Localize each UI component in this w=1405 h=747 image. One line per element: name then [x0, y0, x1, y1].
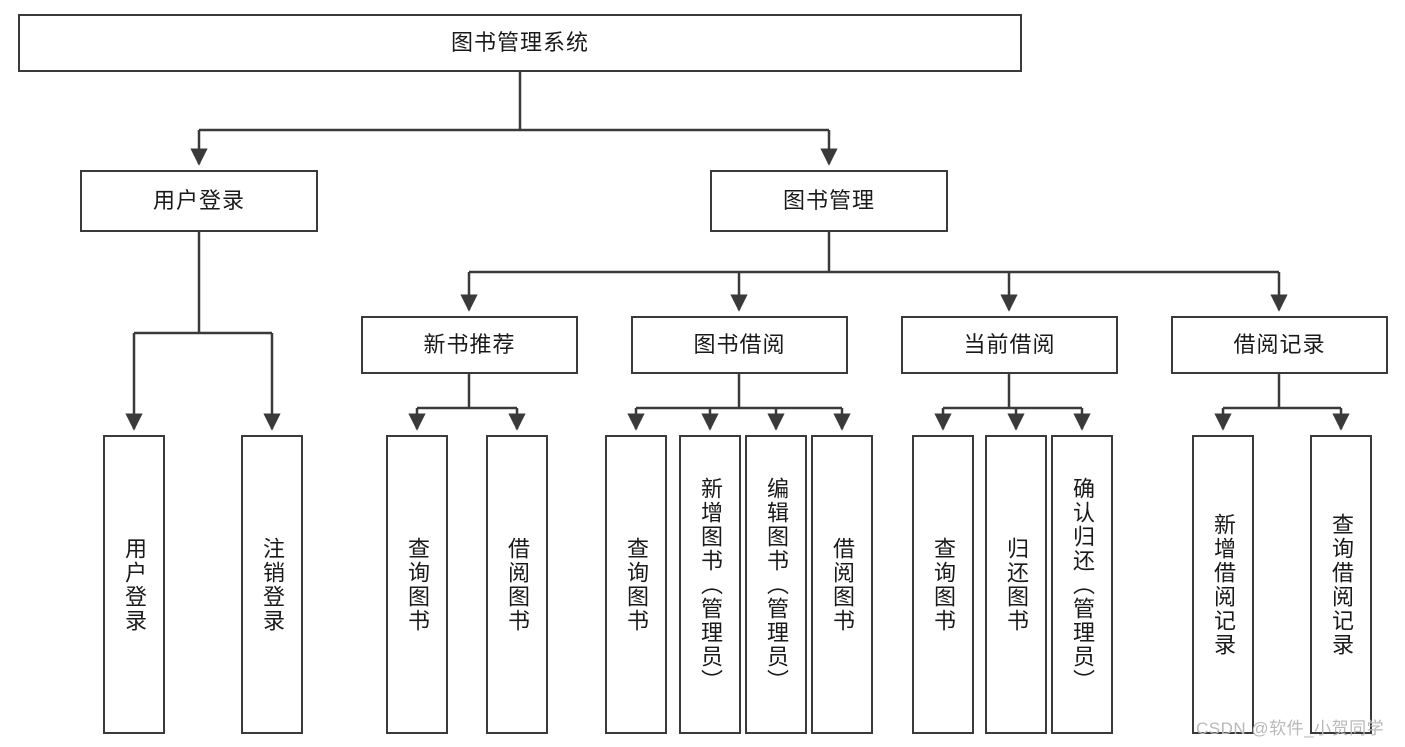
node-leaf-query-book-current-label: 查询图书	[930, 536, 956, 633]
node-current-borrow[interactable]: 当前借阅	[901, 316, 1118, 374]
node-leaf-query-book-borrow[interactable]: 查询图书	[605, 435, 667, 734]
node-leaf-query-book-rec[interactable]: 查询图书	[386, 435, 448, 734]
csdn-watermark: CSDN @软件_小贺同学	[1196, 719, 1385, 738]
node-root[interactable]: 图书管理系统	[18, 14, 1022, 72]
node-borrow-record[interactable]: 借阅记录	[1171, 316, 1388, 374]
node-user-login[interactable]: 用户登录	[80, 170, 318, 232]
node-leaf-borrow-book-label: 借阅图书	[829, 536, 855, 633]
node-leaf-borrow-book[interactable]: 借阅图书	[811, 435, 873, 734]
node-leaf-add-borrow-record-label: 新增借阅记录	[1210, 512, 1236, 657]
node-book-borrow-label: 图书借阅	[693, 331, 786, 357]
node-new-book-recommend-label: 新书推荐	[423, 331, 516, 357]
node-leaf-add-borrow-record[interactable]: 新增借阅记录	[1192, 435, 1254, 734]
node-leaf-query-book-rec-label: 查询图书	[404, 536, 430, 633]
node-leaf-borrow-book-rec[interactable]: 借阅图书	[486, 435, 548, 734]
node-current-borrow-label: 当前借阅	[963, 331, 1056, 357]
node-new-book-recommend[interactable]: 新书推荐	[361, 316, 578, 374]
node-book-manage[interactable]: 图书管理	[710, 170, 948, 232]
node-leaf-query-book-current[interactable]: 查询图书	[912, 435, 974, 734]
node-leaf-query-borrow-record[interactable]: 查询借阅记录	[1310, 435, 1372, 734]
node-leaf-add-book-admin[interactable]: 新增图书（管理员）	[679, 435, 741, 734]
node-borrow-record-label: 借阅记录	[1233, 331, 1326, 357]
node-leaf-return-book-label: 归还图书	[1003, 536, 1029, 633]
node-book-manage-label: 图书管理	[782, 187, 875, 213]
node-leaf-query-borrow-record-label: 查询借阅记录	[1328, 512, 1354, 657]
node-leaf-query-book-borrow-label: 查询图书	[623, 536, 649, 633]
node-leaf-borrow-book-rec-label: 借阅图书	[504, 536, 530, 633]
node-leaf-confirm-return-admin-label: 确认归还（管理员）	[1069, 476, 1095, 693]
node-leaf-user-login[interactable]: 用户登录	[103, 435, 165, 734]
node-leaf-user-logout-label: 注销登录	[259, 536, 285, 633]
node-leaf-user-login-label: 用户登录	[121, 536, 147, 633]
node-leaf-edit-book-admin[interactable]: 编辑图书（管理员）	[745, 435, 807, 734]
node-leaf-edit-book-admin-label: 编辑图书（管理员）	[763, 476, 789, 693]
node-leaf-add-book-admin-label: 新增图书（管理员）	[697, 476, 723, 693]
node-user-login-label: 用户登录	[152, 187, 245, 213]
node-root-label: 图书管理系统	[450, 29, 589, 55]
node-leaf-confirm-return-admin[interactable]: 确认归还（管理员）	[1051, 435, 1113, 734]
node-book-borrow[interactable]: 图书借阅	[631, 316, 848, 374]
node-leaf-user-logout[interactable]: 注销登录	[241, 435, 303, 734]
node-leaf-return-book[interactable]: 归还图书	[985, 435, 1047, 734]
